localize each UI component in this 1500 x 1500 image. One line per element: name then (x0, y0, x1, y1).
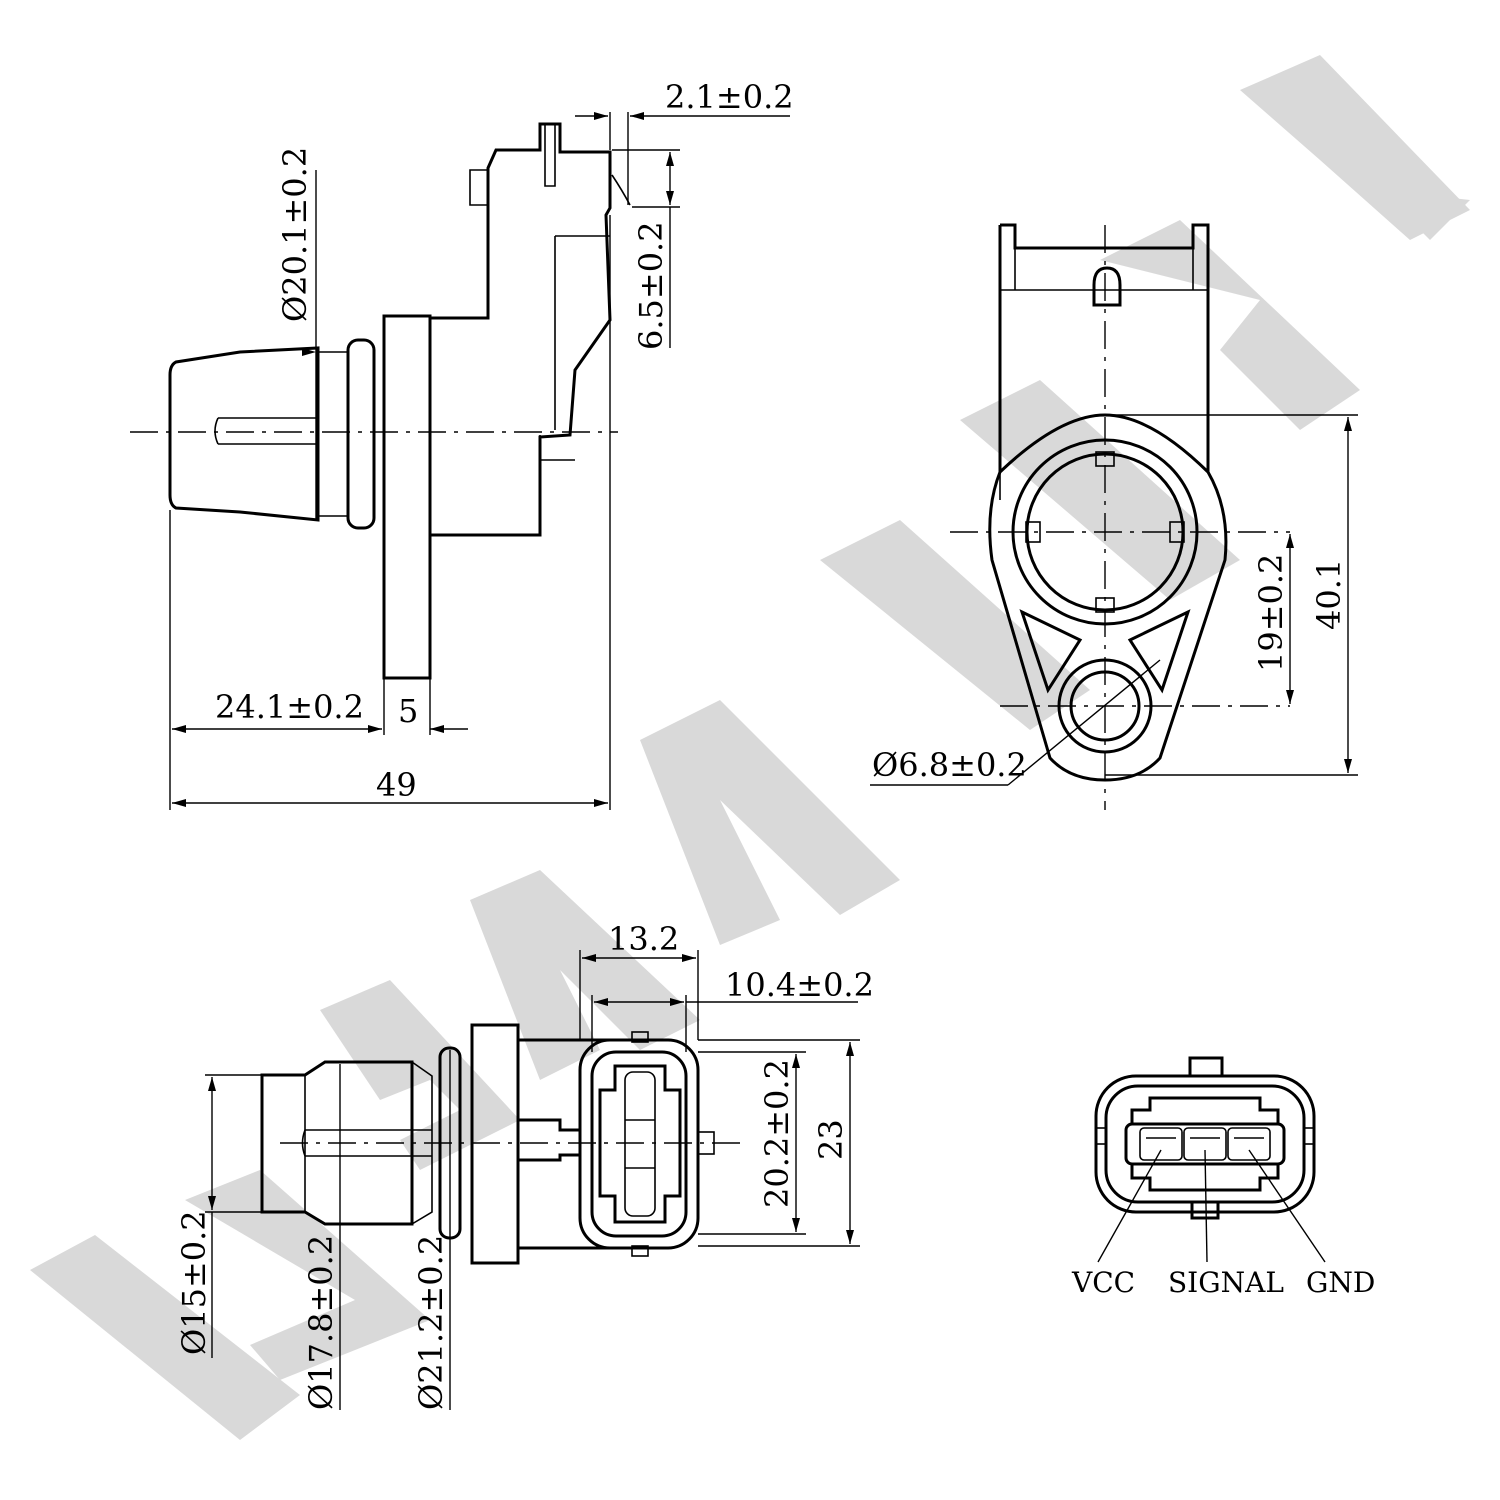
pin-label-signal: SIGNAL (1168, 1266, 1284, 1299)
pin-label-gnd: GND (1306, 1266, 1375, 1299)
dim-oring-diameter: Ø21.2±0.2 (412, 1235, 450, 1410)
dim-tip-diameter: Ø15±0.2 (175, 1210, 213, 1355)
dim-body-diameter: Ø20.1±0.2 (276, 147, 314, 322)
bottom-view: 13.2 10.4±0.2 20.2±0.2 23 Ø15±0.2 Ø17.8±… (175, 920, 874, 1410)
dim-connector-width: 13.2 (608, 920, 679, 958)
pin-label-vcc: VCC (1071, 1266, 1135, 1299)
dim-to-flange: 24.1±0.2 (215, 688, 364, 726)
dim-hole-diameter: Ø6.8±0.2 (872, 746, 1027, 784)
dim-flange-thickness: 5 (398, 692, 418, 730)
dim-connector-offset: 2.1±0.2 (665, 78, 794, 116)
dim-connector-height-inner: 20.2±0.2 (758, 1059, 796, 1208)
front-view: 40.1 19±0.2 Ø6.8±0.2 (870, 223, 1358, 810)
dim-hole-spacing: 19±0.2 (1252, 554, 1290, 672)
dim-body-diameter-bottom: Ø17.8±0.2 (302, 1235, 340, 1410)
dim-overall-length: 49 (376, 766, 417, 804)
dim-connector-inner: 10.4±0.2 (725, 966, 874, 1004)
dim-connector-height-outer: 23 (812, 1119, 850, 1160)
pinout-view: VCC SIGNAL GND (1071, 1056, 1375, 1299)
side-view: 2.1±0.2 6.5±0.2 Ø20.1±0.2 24.1±0.2 5 49 (130, 78, 794, 810)
dim-connector-height: 6.5±0.2 (632, 221, 670, 350)
dim-total-height: 40.1 (1310, 559, 1348, 630)
watermark-logo (30, 55, 1470, 1440)
